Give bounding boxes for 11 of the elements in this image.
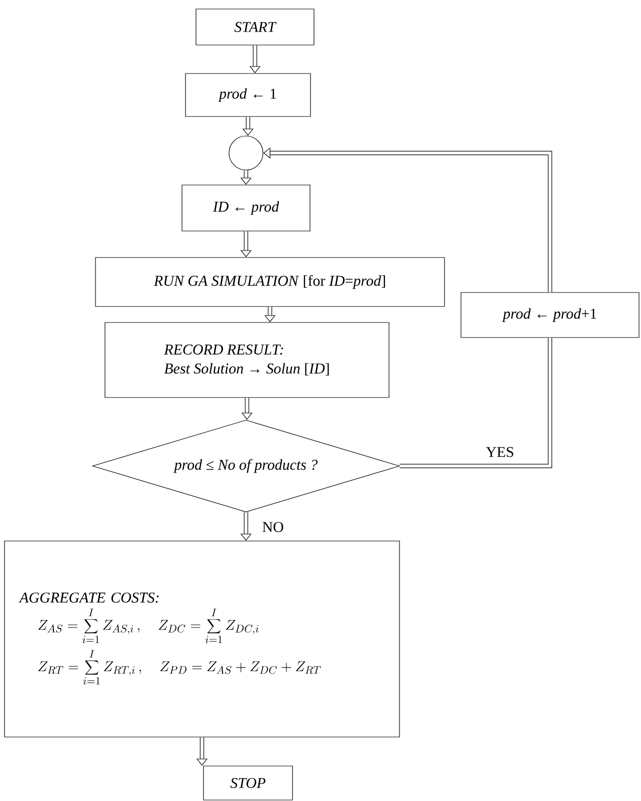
start-box: START bbox=[196, 8, 314, 46]
process-box: ID ← prod bbox=[182, 184, 310, 232]
process-box: prod ← prod+1 bbox=[460, 292, 640, 338]
junction-circle bbox=[228, 136, 264, 170]
edge-label: NO bbox=[261, 520, 285, 534]
process-box: RECORD RESULT: Best Solution → Solun [ID] bbox=[104, 322, 390, 398]
process-box: prod ← 1 bbox=[185, 73, 311, 117]
process-box: RUN GA SIMULATION [for ID=prod] bbox=[95, 257, 445, 307]
process-box: AGGREGATE COSTS: $Z_{AS} = \sum_{i=1}^{I} Z_{AS,i}\,, \quad Z_{DC} = \sum_{i=1}^{I} Z_{DC,i}$ $Z_{RT} = \sum_{i=1}^{I} Z_{RT,i}\,, \quad Z_{PD} = Z_{AS} + Z_{DC} + Z_{RT}$ bbox=[4, 540, 400, 738]
edge-label: YES bbox=[484, 446, 516, 458]
stop-box: STOP bbox=[203, 766, 293, 800]
